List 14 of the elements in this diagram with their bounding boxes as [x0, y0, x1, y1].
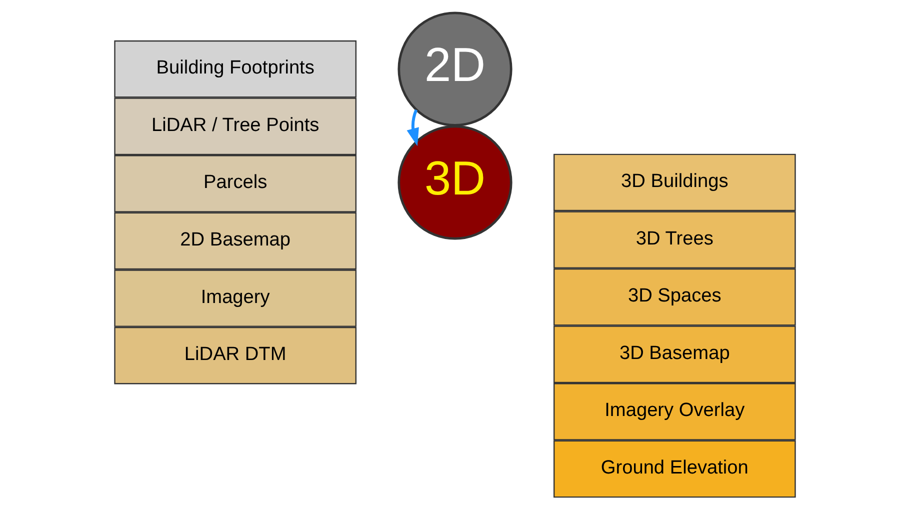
node-box: 3D Basemap: [552, 326, 796, 384]
node-box: 3D Spaces: [552, 268, 796, 326]
node-circle: 2D: [397, 12, 512, 126]
node-box: Parcels: [114, 155, 356, 212]
node-box: 3D Buildings: [552, 154, 796, 212]
node-box: LiDAR DTM: [114, 326, 356, 384]
arrow: [406, 109, 418, 146]
node-box: Imagery Overlay: [552, 383, 796, 440]
node-box: LiDAR / Tree Points: [114, 98, 356, 156]
node-box: 3D Trees: [552, 211, 796, 268]
node-box: Building Footprints: [114, 40, 356, 98]
node-box: Ground Elevation: [552, 440, 796, 498]
node-box: 2D Basemap: [114, 212, 356, 270]
node-box: Imagery: [114, 270, 356, 327]
